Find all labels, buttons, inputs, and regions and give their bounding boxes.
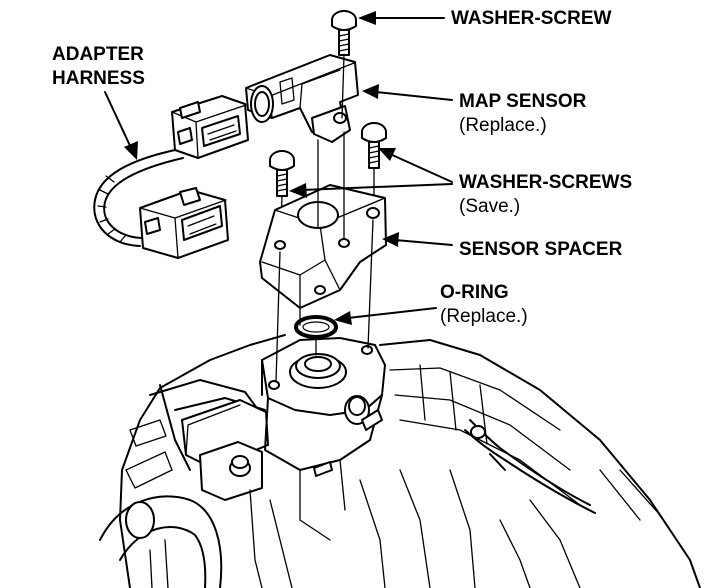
label-o-ring-note: (Replace.) bbox=[440, 306, 528, 327]
label-adapter-harness-line2: HARNESS bbox=[52, 68, 145, 89]
intake-assembly bbox=[99, 334, 701, 588]
label-adapter-harness-line1: ADAPTER bbox=[52, 44, 144, 65]
adapter-harness bbox=[93, 95, 249, 259]
label-sensor-spacer: SENSOR SPACER bbox=[459, 239, 623, 260]
leader-arrows bbox=[104, 11, 453, 325]
label-washer-screw: WASHER-SCREW bbox=[451, 8, 612, 29]
alignment-lines bbox=[275, 131, 374, 383]
label-map-sensor-note: (Replace.) bbox=[459, 115, 547, 136]
sensor-spacer bbox=[259, 184, 387, 309]
map-sensor bbox=[245, 54, 359, 143]
o-ring bbox=[294, 315, 338, 339]
washer-screw-left bbox=[269, 150, 295, 231]
label-map-sensor: MAP SENSOR bbox=[459, 91, 587, 112]
washer-screw-right bbox=[361, 122, 387, 213]
label-o-ring: O-RING bbox=[440, 282, 509, 303]
washer-screw-top bbox=[331, 10, 357, 119]
label-washer-screws: WASHER-SCREWS bbox=[459, 172, 633, 193]
label-washer-screws-note: (Save.) bbox=[459, 196, 521, 217]
